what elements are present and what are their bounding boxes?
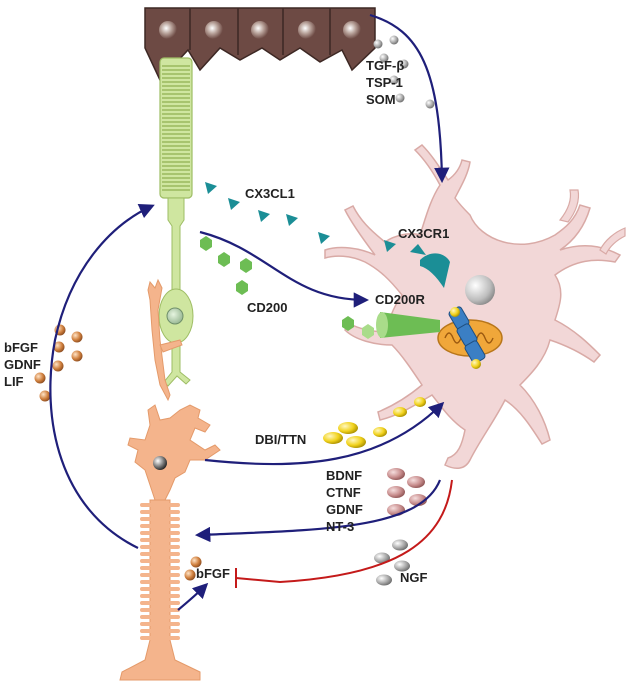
label-ngf: NGF xyxy=(400,570,428,585)
label-dbi-ttn: DBI/TTN xyxy=(255,432,306,447)
cd200r-receptor xyxy=(376,312,440,338)
label-ctnf: CTNF xyxy=(326,485,361,500)
arrow-dbi-to-microglia xyxy=(204,401,445,466)
label-gdnf-right: GDNF xyxy=(326,502,363,517)
arrow-microglia-to-muller xyxy=(194,479,442,543)
label-bdnf: BDNF xyxy=(326,468,362,483)
label-gdnf-left: GDNF xyxy=(4,357,41,372)
ngf-particles xyxy=(374,539,410,586)
label-bfgf-bottom: bFGF xyxy=(196,566,230,581)
label-bfgf-left: bFGF xyxy=(4,340,38,355)
muller-cell-processes xyxy=(140,503,180,640)
arrow-muller-to-photoreceptor xyxy=(49,204,155,549)
label-cd200r: CD200R xyxy=(375,292,425,307)
bfgf-bottom-particles xyxy=(184,556,202,581)
muller-nucleus xyxy=(153,456,167,470)
label-som: SOM xyxy=(366,92,396,107)
label-tgf-beta: TGF-β xyxy=(366,58,404,73)
dbi-ttn-particles xyxy=(323,397,426,448)
neurotrophic-factors xyxy=(387,468,427,516)
arrow-cd200-to-receptor xyxy=(199,230,370,308)
label-cd200: CD200 xyxy=(247,300,287,315)
label-lif: LIF xyxy=(4,374,24,389)
receptor-complex xyxy=(448,306,486,369)
label-cx3cl1: CX3CL1 xyxy=(245,186,295,201)
cd200-ligands xyxy=(200,236,374,339)
cx3cr1-receptor xyxy=(410,244,450,288)
label-nt-3: NT-3 xyxy=(326,519,354,534)
cx3cl1-ligands xyxy=(205,182,396,252)
arrow-bfgf-autocrine xyxy=(177,582,209,611)
microglia-cell xyxy=(324,144,626,470)
rpe-cell-layer xyxy=(144,7,376,82)
label-cx3cr1: CX3CR1 xyxy=(398,226,449,241)
arrow-rpe-to-microglia xyxy=(369,13,450,184)
trophic-factors-left xyxy=(34,324,83,402)
label-tsp-1: TSP-1 xyxy=(366,75,403,90)
inhibition-ngf-bfgf xyxy=(235,479,453,588)
photoreceptor-cell xyxy=(158,57,194,387)
rpe-factors xyxy=(373,35,435,109)
